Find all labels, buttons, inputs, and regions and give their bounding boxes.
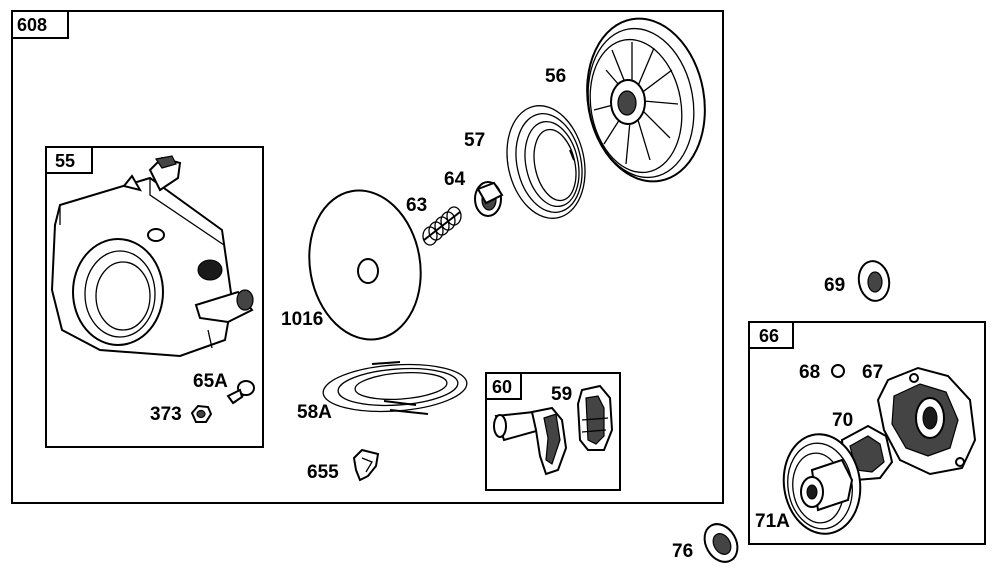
blower-housing-drawing: [50, 155, 254, 358]
clutch-pulley-label: 71A: [755, 511, 790, 532]
main-assembly-number: 608: [17, 15, 47, 35]
ball-label: 68: [799, 362, 820, 383]
pulley-label: 56: [545, 66, 566, 87]
clutch-frame: [748, 321, 986, 545]
main-assembly-tag: [11, 10, 69, 39]
washer-69-drawing: [857, 260, 891, 302]
handle-tag: [485, 372, 522, 400]
clip-655-drawing: [352, 448, 380, 482]
ball-drawing: [831, 364, 845, 378]
rewind-spring-57-drawing: [506, 105, 586, 219]
nut-label: 373: [150, 404, 182, 425]
clutch-housing-label: 67: [862, 362, 883, 383]
main-assembly-frame: [11, 10, 724, 504]
washer-plate-drawing: [308, 189, 422, 341]
housing-tag: [45, 146, 93, 174]
handle-number: 60: [492, 377, 512, 397]
clutch-number: 66: [759, 326, 779, 346]
screw-label: 65A: [193, 371, 228, 392]
spring-58a-drawing: [322, 361, 468, 415]
spring-label: 63: [406, 195, 427, 216]
ratchet-label: 70: [832, 410, 853, 431]
clip-label: 655: [307, 462, 339, 483]
spring-63-drawing: [422, 206, 462, 246]
handle-grip-drawing: [493, 384, 614, 476]
bushing-64-drawing: [474, 181, 504, 217]
handle-grip-label: 59: [551, 384, 572, 405]
handle-frame: [485, 372, 621, 491]
washer-plate-label: 1016: [281, 309, 323, 330]
bushing-label: 64: [444, 169, 466, 190]
washer-69-label: 69: [824, 275, 845, 296]
pulley-56-drawing: [586, 17, 706, 183]
rewind-spring-label: 57: [464, 130, 485, 151]
screw-65a-drawing: [226, 380, 255, 405]
clutch-pulley-drawing: [782, 433, 862, 535]
nut-373-drawing: [190, 404, 213, 423]
housing-frame: [45, 146, 264, 448]
clutch-housing-drawing: [876, 366, 977, 476]
spring-58a-label: 58A: [297, 402, 332, 423]
clutch-tag: [748, 321, 794, 349]
housing-number: 55: [55, 151, 75, 171]
seal-label: 76: [672, 541, 693, 562]
seal-drawing: [703, 523, 739, 563]
